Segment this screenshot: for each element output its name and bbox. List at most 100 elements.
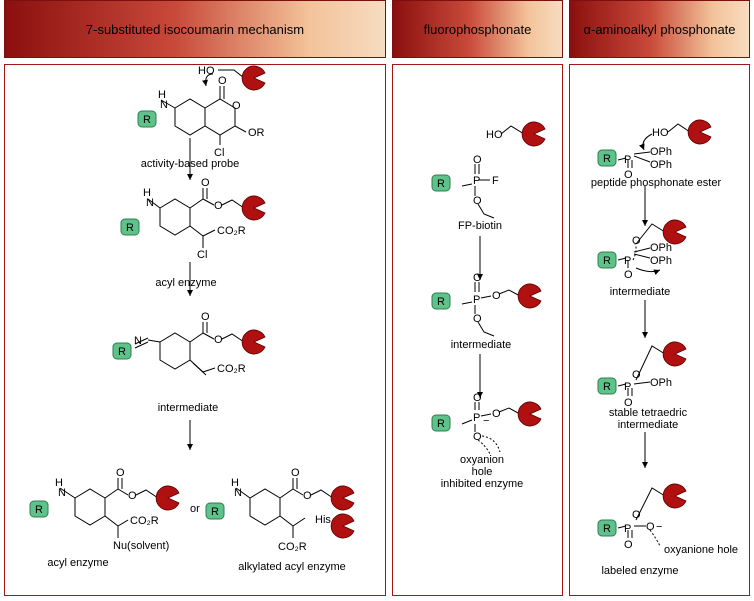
atom-p: P [624,523,631,535]
atom-o: O [473,195,482,207]
atom-o: O [473,154,482,166]
atom-o: O [291,467,300,479]
r-label: R [211,506,219,518]
atom-cl: Cl [197,249,207,261]
caption-labeled-enzyme: labeled enzyme [601,565,678,577]
atom-o: O [473,431,482,443]
atom-oph: OPh [650,255,672,267]
atom-o: O [201,177,210,189]
atom-h: H [231,477,239,489]
atom-p: P [624,381,631,393]
atom-p: P [473,294,480,306]
r-label: R [603,255,611,267]
atom-o: O [218,75,227,87]
r-label: R [437,178,445,190]
atom-o: O [624,169,633,181]
header-aminoalkyl: α-aminoalkyl phosphonate [569,0,750,58]
atom-o: O [492,408,501,420]
header-aminoalkyl-label: α-aminoalkyl phosphonate [583,21,736,37]
atom-f: F [492,175,499,187]
charge-minus: − [656,521,662,533]
atom-ho: HO [198,65,215,77]
atom-p: P [473,175,480,187]
label-nu-solvent: Nu(solvent) [113,540,169,552]
atom-o: O [473,392,482,404]
atom-h: H [55,477,63,489]
atom-or: OR [248,127,265,139]
atom-o: O [632,509,641,521]
panel-fluorophosphonate [392,64,563,596]
caption-acyl-enzyme-2: acyl enzyme [47,557,108,569]
atom-co2r: CO₂R [278,541,307,553]
atom-o: O [201,311,210,323]
atom-n: N [160,99,168,111]
atom-p: P [473,412,480,424]
atom-o: O [624,269,633,281]
caption-oxyanione-hole: oxyanione hole [664,544,738,556]
atom-h: H [158,89,166,101]
r-label: R [603,153,611,165]
r-label: R [118,346,126,358]
atom-co2r: CO₂R [130,515,159,527]
r-label: R [603,523,611,535]
r-label: R [437,296,445,308]
atom-co2r: CO₂R [217,363,246,375]
atom-o: O [624,539,633,551]
label-his: His [315,514,331,526]
caption-alkylated-acyl-enzyme: alkylated acyl enzyme [238,561,346,573]
caption-stable-intermediate: intermediate [618,419,679,431]
atom-cl: Cl [214,147,224,159]
atom-o: O [473,272,482,284]
atom-o: O [646,521,655,533]
atom-n: N [146,197,154,209]
header-isocoumarin-label: 7-substituted isocoumarin mechanism [85,21,305,37]
caption-inhibited-enzyme: inhibited enzyme [441,478,524,490]
atom-p: P [624,154,631,166]
atom-o: O [624,397,633,409]
r-label: R [126,222,134,234]
atom-co2r: CO₂R [217,225,246,237]
atom-o: O [214,334,223,346]
atom-o: O [232,100,241,112]
text-or: or [190,503,200,515]
atom-oph: OPh [650,242,672,254]
atom-p: P [624,255,631,267]
caption-stable-tetraedric: stable tetraedric [609,407,688,419]
caption-amino-intermediate: intermediate [610,286,671,298]
caption-activity-based-probe: activity-based probe [141,158,239,170]
atom-n: N [134,335,142,347]
r-label: R [143,114,151,126]
atom-ho: HO [486,129,503,141]
header-fluorophosphonate: fluorophosphonate [392,0,563,58]
atom-ho: HO [652,127,669,139]
caption-acyl-enzyme: acyl enzyme [155,277,216,289]
atom-o: O [473,313,482,325]
caption-oxyanion: oxyanion [460,454,504,466]
caption-fluoro-intermediate: intermediate [451,339,512,351]
atom-o: O [214,200,223,212]
r-label: R [603,381,611,393]
header-isocoumarin: 7-substituted isocoumarin mechanism [4,0,386,58]
charge-minus: − [483,415,489,427]
atom-n: N [58,487,66,499]
r-label: R [437,418,445,430]
atom-o: O [116,467,125,479]
header-fluorophosphonate-label: fluorophosphonate [423,21,532,37]
atom-oph: OPh [650,377,672,389]
atom-o: O [303,490,312,502]
atom-o: O [128,490,137,502]
panel-isocoumarin [4,64,386,596]
atom-n: N [234,487,242,499]
r-label: R [35,504,43,516]
caption-intermediate: intermediate [158,402,219,414]
atom-h: H [143,187,151,199]
atom-o: O [492,290,501,302]
atom-oph: OPh [650,146,672,158]
atom-o: O [632,235,641,247]
caption-fp-biotin: FP-biotin [458,220,502,232]
caption-hole: hole [472,466,493,478]
atom-oph: OPh [650,159,672,171]
atom-o: O [632,369,641,381]
